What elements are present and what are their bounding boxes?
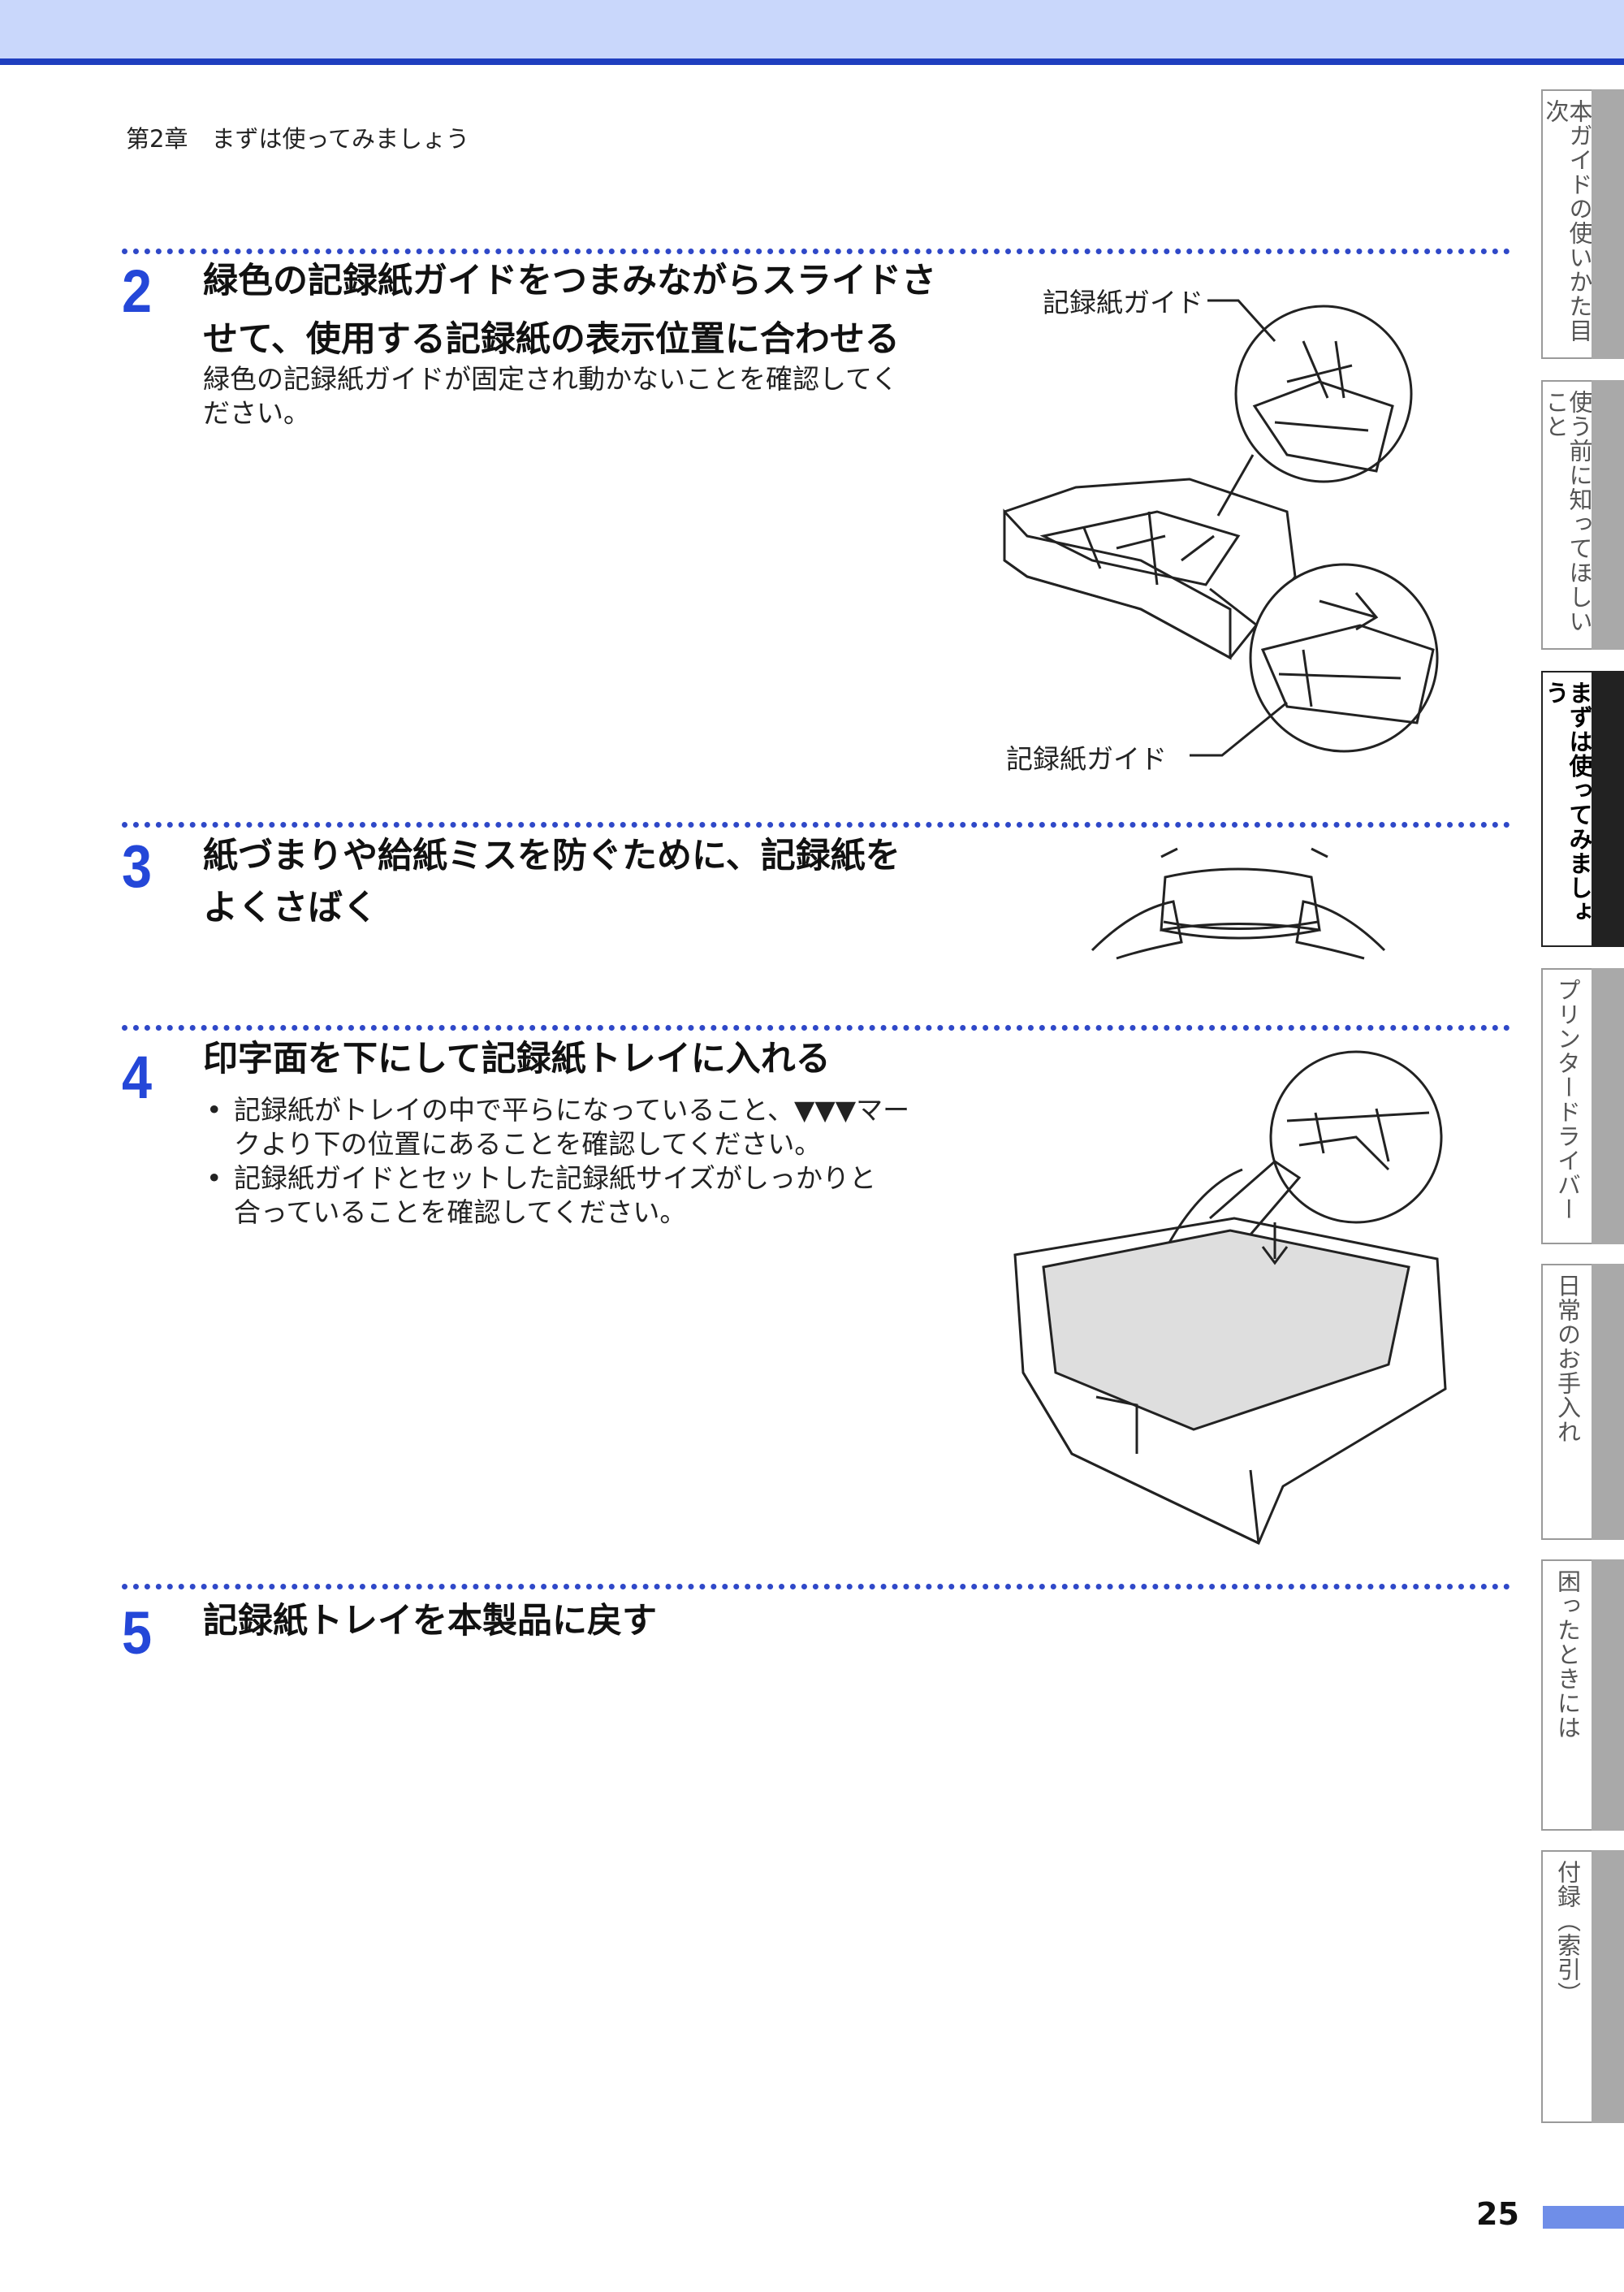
step-bullets: 記録紙がトレイの中で平らになっていること、▼▼▼マー クより下の位置にあることを… (203, 1093, 966, 1230)
side-tab-edge (1592, 1264, 1624, 1540)
side-tab-label: 日常のお手入れ (1553, 1274, 1582, 1444)
top-rule (0, 58, 1624, 65)
paper-guide-label: 記録紙ガイド (1003, 737, 1170, 776)
side-tab-label: 使う前に知ってほしいこと (1542, 390, 1593, 634)
loading-paper-illustration (1013, 1050, 1447, 1546)
bullet-line: 記録紙ガイドとセットした記録紙サイズがしっかりと (234, 1162, 877, 1194)
step-heading-line: せて、使用する記録紙の表示位置に合わせる (203, 319, 900, 360)
step-heading: 緑色の記録紙ガイドをつまみながらスライドさ せて、使用する記録紙の表示位置に合わ… (203, 257, 936, 364)
side-tab-troubleshooting[interactable]: 困ったときには (1541, 1559, 1592, 1831)
step-heading-line: 緑色の記録紙ガイドをつまみながらスライドさ (203, 261, 936, 301)
fanning-paper-illustration (1091, 847, 1386, 960)
step-body: 緑色の記録紙ガイドが固定され動かないことを確認してく ださい。 (203, 362, 898, 430)
side-tab-edge (1592, 968, 1624, 1244)
step-number: 4 (122, 1044, 153, 1111)
bullet-item: 記録紙ガイドとセットした記録紙サイズがしっかりと 合っていることを確認してくださ… (203, 1161, 966, 1230)
page-number: 25 (1476, 2196, 1519, 2232)
step-number: 5 (122, 1599, 153, 1667)
step-number: 3 (122, 832, 153, 900)
side-tab-label: プリンタードライバー (1553, 978, 1582, 1222)
side-tab-edge (1592, 1559, 1624, 1831)
bullet-line: 記録紙がトレイの中で平らになっていること、▼▼▼マー (234, 1094, 910, 1126)
side-tab-label: 本ガイドの使いかた目次 (1542, 99, 1593, 343)
paper-guide-label: 記録紙ガイド (1039, 281, 1207, 320)
bullet-line: クより下の位置にあることを確認してください。 (234, 1128, 822, 1160)
side-tab-edge (1592, 380, 1624, 650)
step-number: 2 (122, 257, 153, 325)
side-tab-label: 困ったときには (1553, 1569, 1582, 1740)
bullet-line: 合っていることを確認してください。 (234, 1196, 687, 1228)
chapter-header: 第2章 まずは使ってみましょう (126, 125, 470, 153)
step-body-line: 緑色の記録紙ガイドが固定され動かないことを確認してく (203, 363, 899, 395)
side-tab-appendix[interactable]: 付録（索引） (1541, 1850, 1592, 2123)
dotted-divider (122, 249, 1510, 254)
paper-tray-guide-illustration (1003, 299, 1439, 757)
step-heading-line: 紙づまりや給紙ミスを防ぐために、記録紙を (203, 836, 901, 876)
side-tab-before-use[interactable]: 使う前に知ってほしいこと (1541, 380, 1593, 650)
step-heading: 記録紙トレイを本製品に戻す (203, 1601, 657, 1641)
step-heading: 紙づまりや給紙ミスを防ぐために、記録紙を よくさばく (203, 832, 901, 932)
side-tab-getting-started[interactable]: まずは使ってみましょう (1541, 671, 1593, 947)
page-number-bar (1543, 2206, 1624, 2229)
top-band (0, 0, 1624, 58)
dotted-divider (122, 822, 1510, 828)
side-tab-edge (1592, 1850, 1624, 2123)
side-tab-maintenance[interactable]: 日常のお手入れ (1541, 1264, 1592, 1540)
dotted-divider (122, 1584, 1510, 1589)
step-heading: 印字面を下にして記録紙トレイに入れる (203, 1039, 831, 1079)
side-tab-guide-toc[interactable]: 本ガイドの使いかた目次 (1541, 89, 1593, 359)
bullet-item: 記録紙がトレイの中で平らになっていること、▼▼▼マー クより下の位置にあることを… (203, 1093, 966, 1161)
side-tab-label: 付録（索引） (1553, 1860, 1582, 2006)
dotted-divider (122, 1025, 1510, 1031)
side-tab-label: まずは使ってみましょう (1542, 681, 1593, 924)
side-tab-printer-driver[interactable]: プリンタードライバー (1541, 968, 1592, 1244)
side-tab-edge (1592, 89, 1624, 359)
side-tab-edge (1592, 671, 1624, 947)
step-body-line: ださい。 (203, 397, 310, 429)
step-heading-line: よくさばく (203, 888, 378, 928)
